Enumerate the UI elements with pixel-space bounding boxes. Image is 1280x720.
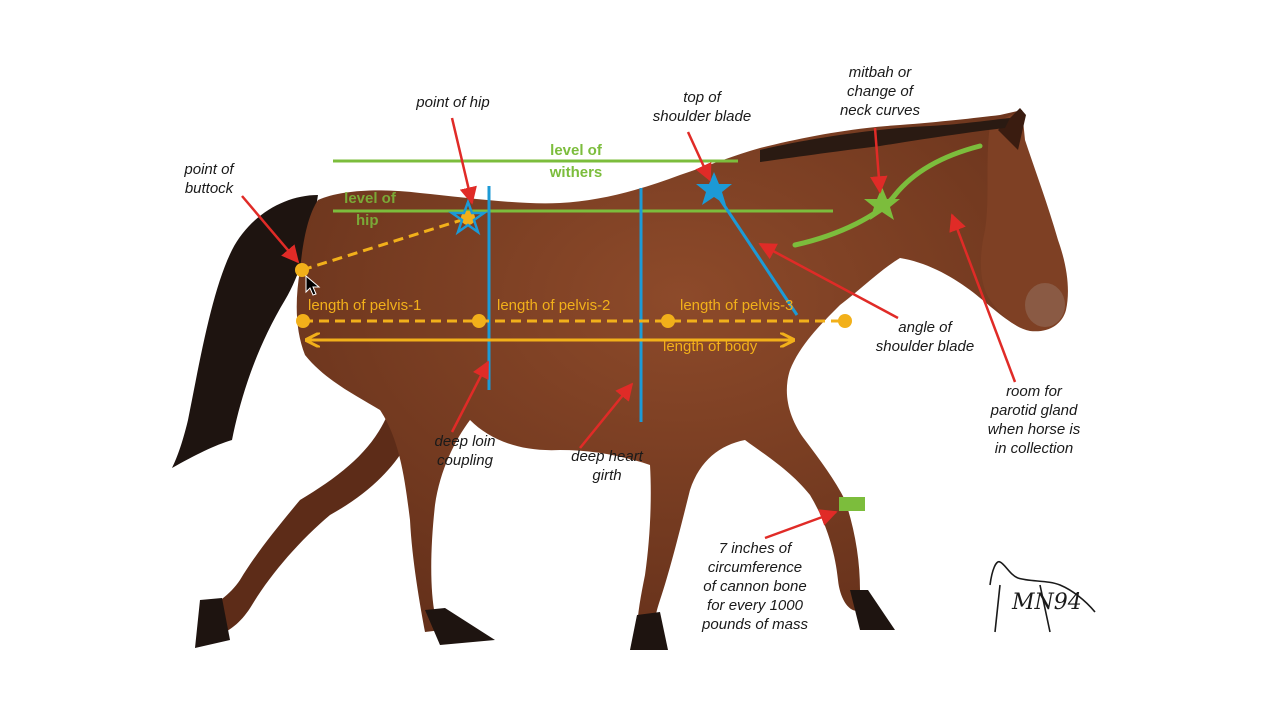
label-line: girth	[592, 467, 622, 484]
label-line: point of	[184, 161, 234, 178]
label-line: 7 inches of	[718, 540, 792, 557]
label-deep-heart-girth: deep heart girth	[555, 447, 659, 485]
hip-to-buttock-line	[301, 216, 469, 272]
label-line: circumference	[707, 559, 803, 576]
label-line: point of hip	[416, 94, 490, 111]
arrow-point-of-hip	[450, 117, 477, 205]
label-line: deep heart	[571, 448, 643, 465]
signature-text: MN94	[1012, 590, 1082, 615]
pelvis-dot-4	[838, 314, 852, 328]
point-of-buttock-dot	[295, 263, 309, 277]
label-line: for every 1000	[707, 597, 803, 614]
label-line: of cannon bone	[703, 578, 807, 595]
label-line: hip	[356, 212, 379, 229]
label-line: buttock	[184, 180, 234, 197]
label-line: level of	[344, 190, 396, 207]
cannon-bone-band	[839, 497, 865, 511]
label-mitbah: mitbah or change of neck curves	[825, 63, 935, 120]
arrow-parotid	[949, 213, 1017, 383]
landmark-stars	[448, 172, 900, 236]
label-line: shoulder blade	[652, 108, 752, 125]
top-of-shoulder-blade-star	[696, 172, 732, 205]
label-length-of-pelvis-2: length of pelvis-2	[497, 297, 611, 314]
label-line: angle of	[898, 319, 952, 336]
pelvis-dot-1	[296, 314, 310, 328]
point-of-hip-star	[448, 198, 488, 236]
label-length-of-body: length of body	[663, 338, 758, 355]
label-line: top of	[683, 89, 721, 106]
arrow-point-of-buttock	[241, 195, 300, 264]
label-line: coupling	[437, 452, 493, 469]
label-line: pounds of mass	[702, 616, 808, 633]
arrow-angle-of-shoulder-blade	[758, 242, 899, 320]
label-line: in collection	[994, 440, 1074, 457]
label-line: deep loin	[434, 433, 496, 450]
mouse-cursor-icon	[305, 275, 321, 296]
label-line: withers	[549, 164, 603, 181]
horse-tail	[172, 195, 318, 468]
label-line: change of	[847, 83, 913, 100]
horse-hoof-hind-far	[195, 598, 230, 648]
horse-hoof-hind-near	[425, 608, 495, 645]
label-length-of-pelvis-1: length of pelvis-1	[308, 297, 422, 314]
label-line: mitbah or	[848, 64, 912, 81]
label-cannon-bone: 7 inches of circumference of cannon bone…	[690, 539, 820, 634]
label-level-of-withers: level of withers	[526, 140, 626, 184]
horse-hoof-front-far	[630, 612, 668, 650]
horse-far-hind-leg	[200, 390, 420, 640]
horse-muzzle	[1025, 283, 1065, 327]
label-line: level of	[550, 142, 602, 159]
label-line: shoulder blade	[875, 338, 975, 355]
arrow-deep-loin	[450, 360, 490, 433]
label-level-of-hip: level of hip	[330, 188, 410, 232]
shoulder-blade-line	[712, 189, 799, 316]
label-room-for-parotid: room for parotid gland when horse is in …	[972, 382, 1096, 458]
mitbah-star	[864, 187, 900, 220]
label-angle-of-shoulder-blade: angle of shoulder blade	[860, 318, 990, 356]
label-line: when horse is	[987, 421, 1081, 438]
horse-body	[296, 110, 1066, 645]
level-lines	[333, 143, 983, 511]
artist-signature	[989, 560, 1096, 633]
label-length-of-pelvis-3: length of pelvis-3	[680, 297, 794, 314]
neck-curve-line	[792, 143, 983, 248]
label-point-of-hip: point of hip	[398, 93, 508, 112]
horse-ear	[998, 108, 1026, 150]
horse-hoof-front-near	[850, 590, 895, 630]
label-line: neck curves	[839, 102, 921, 119]
arrow-mitbah	[870, 127, 888, 194]
pelvis-dot-2	[472, 314, 486, 328]
arrow-top-of-shoulder-blade	[686, 131, 712, 182]
arrow-cannon-bone	[764, 509, 838, 540]
measurement-lines	[295, 211, 852, 340]
depth-lines	[487, 186, 799, 422]
pelvis-dot-3	[661, 314, 675, 328]
label-line: room for	[1006, 383, 1062, 400]
horse-mane	[760, 118, 1010, 162]
horse-head	[980, 110, 1068, 332]
pointer-arrows	[241, 117, 1017, 540]
label-deep-loin-coupling: deep loin coupling	[415, 432, 515, 470]
point-of-hip-dot	[461, 211, 475, 225]
arrow-deep-heart-girth	[579, 382, 634, 449]
label-point-of-buttock: point of buttock	[168, 160, 250, 198]
label-line: parotid gland	[990, 402, 1078, 419]
label-top-of-shoulder-blade: top of shoulder blade	[638, 88, 766, 126]
horse-illustration	[172, 108, 1068, 650]
